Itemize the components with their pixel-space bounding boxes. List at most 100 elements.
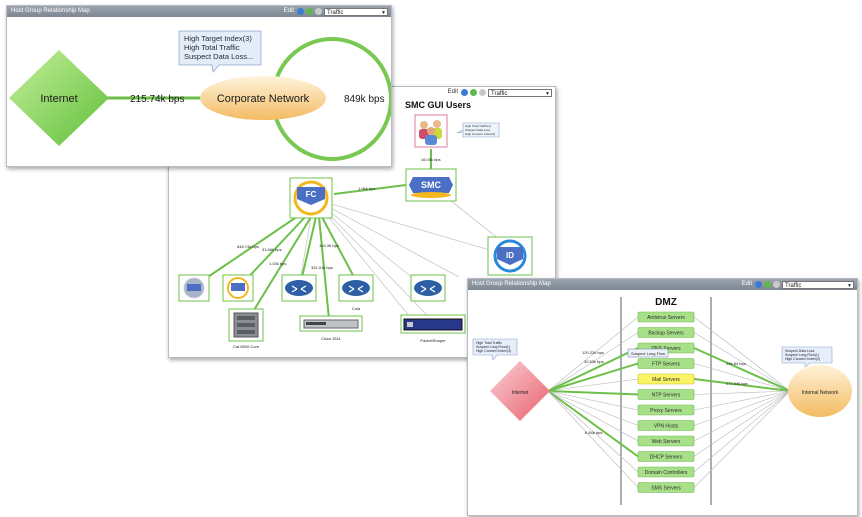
server-internal-link xyxy=(693,378,791,392)
router-icon-right[interactable] xyxy=(410,274,446,302)
internet-node[interactable] xyxy=(9,50,109,146)
cat6500-switch-icon[interactable] xyxy=(228,308,264,342)
edit-button[interactable]: Edit xyxy=(447,89,458,95)
server-group-box[interactable] xyxy=(637,466,695,478)
internet-server-link xyxy=(547,390,639,488)
internal-network-node[interactable] xyxy=(788,365,852,417)
cisco-3511-icon[interactable] xyxy=(299,315,363,332)
window2-titlebar: Edit Traffic▼ xyxy=(169,87,555,98)
window2-toolbar: Edit Traffic▼ xyxy=(448,88,552,97)
chat-icon[interactable] xyxy=(461,89,468,96)
svg-text:SMC: SMC xyxy=(421,180,442,190)
router-icon[interactable] xyxy=(281,274,317,302)
edit-button[interactable]: Edit xyxy=(741,281,752,287)
svg-text:Suspect Long Flow(1): Suspect Long Flow(1) xyxy=(785,353,819,357)
internet-server-link xyxy=(547,390,639,411)
server-links xyxy=(547,316,791,488)
server-group-box[interactable] xyxy=(637,311,695,323)
svg-text:Suspect Data Loss: Suspect Data Loss xyxy=(465,128,491,132)
internet-server-link xyxy=(547,390,639,396)
server-internal-link xyxy=(693,390,791,395)
edge-label: 120.22k bps xyxy=(582,350,604,355)
internet-label: Internet xyxy=(40,93,77,105)
server-group-box[interactable] xyxy=(637,435,695,447)
internal-network-label: Internal Network xyxy=(802,390,839,396)
view-select[interactable]: Traffic▼ xyxy=(782,280,854,289)
window2-map: SMC GUI Users 16.05k bps 1.96k bps 648.7… xyxy=(178,100,533,349)
edge-label: 16.05k bps xyxy=(421,157,441,162)
server-group-box[interactable] xyxy=(637,451,695,462)
svg-text:High Total Traffic: High Total Traffic xyxy=(184,43,240,52)
corporate-network-label: Corporate Network xyxy=(217,93,310,105)
chevron-down-icon: ▼ xyxy=(381,9,386,16)
dmz-title: DMZ xyxy=(655,297,677,308)
id-badge[interactable]: ID xyxy=(487,236,533,276)
suspect-long-flow-tooltip: Suspect Long Flow xyxy=(627,348,669,358)
device-label-cola: Cola xyxy=(352,306,361,311)
refresh-icon[interactable] xyxy=(470,89,477,96)
edit-button[interactable]: Edit xyxy=(283,8,294,14)
server-group-label: Mail Servers xyxy=(652,377,680,383)
server-group-label: VPN Hosts xyxy=(654,423,679,429)
server-internal-link xyxy=(693,390,791,457)
internet-server-link xyxy=(547,390,639,426)
settings-icon[interactable] xyxy=(773,281,780,288)
users-group-icon[interactable] xyxy=(414,114,448,148)
svg-text:High Concern Index(3): High Concern Index(3) xyxy=(476,349,511,353)
server-group-box[interactable] xyxy=(637,358,695,369)
server-group-label: FTP Servers xyxy=(652,361,680,367)
server-group-box[interactable] xyxy=(637,482,695,493)
window3-toolbar: Edit Traffic▼ xyxy=(742,280,854,289)
router-cola-icon[interactable] xyxy=(338,274,374,302)
server-group-label: Backup Servers xyxy=(648,330,684,336)
view-select[interactable]: Traffic▼ xyxy=(324,7,388,16)
server-group-label: Web Servers xyxy=(652,439,681,445)
window3-title: Host Group Relationship Map xyxy=(472,281,551,287)
internet-node[interactable] xyxy=(490,361,550,421)
internet-server-link xyxy=(547,390,639,473)
device-label-cisco: Cisco 3511 xyxy=(321,336,341,341)
server-group-box[interactable] xyxy=(637,404,695,416)
internet-server-link xyxy=(547,362,639,392)
internet-server-link xyxy=(547,332,639,392)
svg-text:High Total Traffic: High Total Traffic xyxy=(476,341,502,345)
server-group-label: NTP Servers xyxy=(652,392,681,398)
server-group-box[interactable] xyxy=(637,327,695,338)
settings-icon[interactable] xyxy=(479,89,486,96)
server-internal-link xyxy=(693,390,791,488)
corporate-network-node[interactable] xyxy=(200,76,326,120)
internet-server-link xyxy=(547,390,639,442)
chat-icon[interactable] xyxy=(755,281,762,288)
users-callout: High Total Traffic(1) Suspect Data Loss … xyxy=(456,122,500,138)
server-internal-link xyxy=(693,390,791,411)
fr-badge-small[interactable] xyxy=(222,274,254,302)
refresh-icon[interactable] xyxy=(306,8,313,15)
internet-server-link xyxy=(547,390,639,458)
window1-toolbar: Edit Traffic▼ xyxy=(284,7,388,16)
svg-text:High Target Index(3): High Target Index(3) xyxy=(184,34,252,43)
edge-label: 296.84 bps xyxy=(726,361,746,366)
device-label-packetshaper: PacketShaper xyxy=(420,338,446,343)
settings-icon[interactable] xyxy=(315,8,322,15)
edge-label: 215.74k bps xyxy=(130,94,185,105)
internet-alert-callout: High Total Traffic Suspect Long Flow(1) … xyxy=(472,338,518,361)
server-group-box[interactable] xyxy=(637,373,695,385)
refresh-icon[interactable] xyxy=(764,281,771,288)
window1-title: Host Group Relationship Map xyxy=(11,8,90,14)
server-group-label: SMS Servers xyxy=(651,485,681,491)
chat-icon[interactable] xyxy=(297,8,304,15)
fs-badge-small[interactable] xyxy=(178,274,210,302)
internet-server-link xyxy=(547,378,639,392)
packetshaper-icon[interactable] xyxy=(400,314,466,334)
view-select[interactable]: Traffic▼ xyxy=(488,88,552,97)
svg-text:Suspect Long Flow: Suspect Long Flow xyxy=(631,351,665,356)
server-group-box[interactable] xyxy=(637,389,695,400)
server-internal-link xyxy=(693,390,791,426)
server-group-box[interactable] xyxy=(637,420,695,431)
edge-label: 1.03k bps xyxy=(269,261,286,266)
smc-badge[interactable]: SMC xyxy=(405,168,457,202)
fc-badge[interactable]: FC xyxy=(289,177,333,219)
svg-text:Suspect Long Flow(1): Suspect Long Flow(1) xyxy=(476,345,510,349)
